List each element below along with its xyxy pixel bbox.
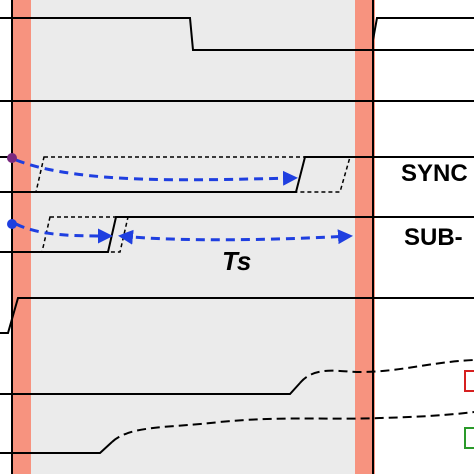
right-highlight-band (355, 0, 375, 474)
sub-delay-arrow (15, 222, 113, 244)
signal-trace-7-dashed (111, 411, 474, 443)
signal-trace-5 (0, 297, 474, 334)
signal-trace-6-dashed (299, 359, 474, 384)
ts-span-arrow (118, 229, 353, 245)
sub-signal-label: SUB- (404, 224, 463, 251)
signal-trace-6 (0, 382, 301, 395)
sub-origin-dot (7, 219, 17, 229)
sync-signal-label: SYNC (401, 160, 468, 187)
signal-trace-1-right (372, 17, 474, 41)
signal-trace-1 (0, 17, 474, 51)
green-legend-box (464, 427, 474, 449)
sub-uncertainty-window (41, 216, 129, 253)
signal-trace-7 (0, 441, 113, 454)
left-highlight-band (12, 0, 31, 474)
red-legend-box (464, 370, 474, 392)
sync-delay-arrow (15, 158, 298, 186)
sync-uncertainty-window (35, 156, 351, 193)
ts-interval-label: Ts (222, 246, 252, 276)
sync-origin-dot (7, 153, 17, 163)
